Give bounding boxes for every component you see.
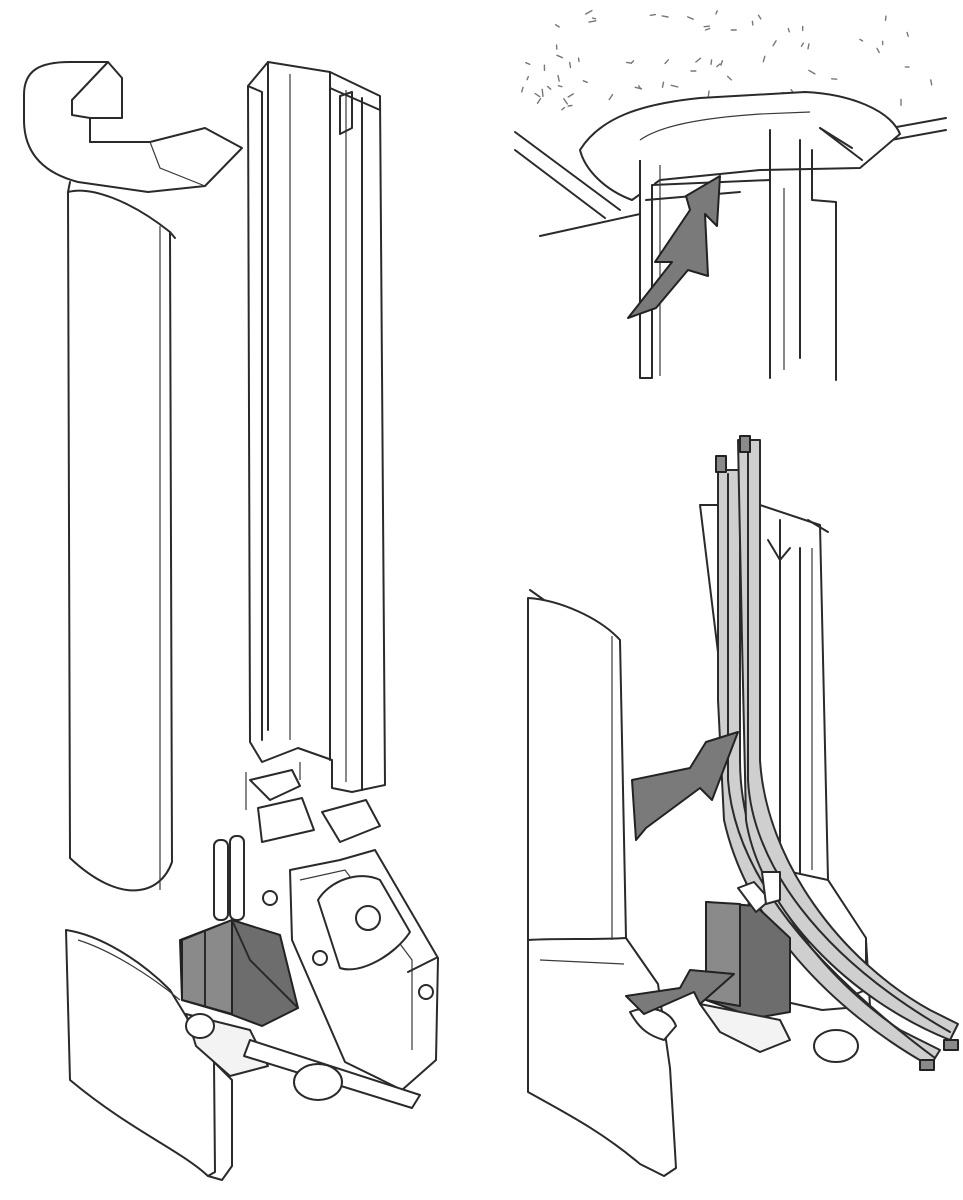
ceiling-speck [569,61,572,69]
ceiling-speck [525,62,531,66]
cable-arrow-icon [631,731,739,841]
ceiling-speck [703,25,710,28]
connector-arrow-icon [625,969,735,1015]
ceiling-speck [588,20,597,23]
ceiling-speck [585,9,593,15]
ceiling-speck [556,54,564,59]
ceiling-speck [670,84,679,88]
exploded-assembly-panel [23,61,439,1181]
ceiling-speck [541,88,544,98]
ceiling-speck [710,59,713,66]
ceiling-speck [704,27,711,31]
ceiling-speck [563,97,568,105]
ceiling-speck [720,60,724,66]
connector-block [179,835,421,1109]
ceiling-speck [772,40,777,47]
ceiling-speck [582,80,588,84]
ceiling-speck [661,15,669,18]
base-fitting [245,762,439,1091]
front-cover-upper [67,181,176,892]
ceiling-speck [930,79,933,86]
ceiling-speck [762,55,766,63]
ceiling-speck [726,75,732,81]
trunking-base [247,61,386,793]
front-cover-lower [65,929,233,1181]
ceiling-speck [687,16,694,20]
ceiling-speck [561,106,566,111]
ceiling-speck [536,97,542,105]
ceiling-speck [591,17,597,20]
ceiling-speck [567,104,573,107]
ceiling-speck [638,85,642,90]
ceiling-speck [716,63,721,68]
ceiling-speck [521,86,524,93]
ceiling-speck [557,74,560,82]
ceiling-corner-panel [514,9,947,381]
cable-insertion-panel [527,435,959,1177]
ceiling-speck [577,57,580,63]
front-cover-right [527,589,677,1177]
ceiling-speck [557,85,563,88]
ceiling-speck [859,38,864,42]
ceiling-speck [807,43,810,50]
ceiling-speck [906,31,909,37]
ceiling-speck [664,59,670,65]
ceiling-speck [567,93,574,98]
corner-cap-top [23,61,243,193]
ceiling-speck [526,75,529,81]
ceiling-speck [800,42,804,47]
ceiling-speck [695,57,702,63]
ceiling-speck [661,81,665,89]
ceiling-speck [546,85,552,90]
ceiling-speck [625,61,632,64]
ceiling-speck [884,15,887,21]
insertion-arrow-up-icon [627,175,721,319]
ceiling-speck [534,92,541,98]
ceiling-speck [876,47,880,54]
ceiling-texture [521,9,933,111]
ceiling-speck [554,24,560,28]
ceiling-speck [757,14,762,20]
ceiling-speck [787,27,790,33]
ceiling-speck [808,69,816,75]
ceiling-speck [649,13,657,17]
ceiling-speck [608,93,614,101]
ceiling-speck [715,10,718,15]
